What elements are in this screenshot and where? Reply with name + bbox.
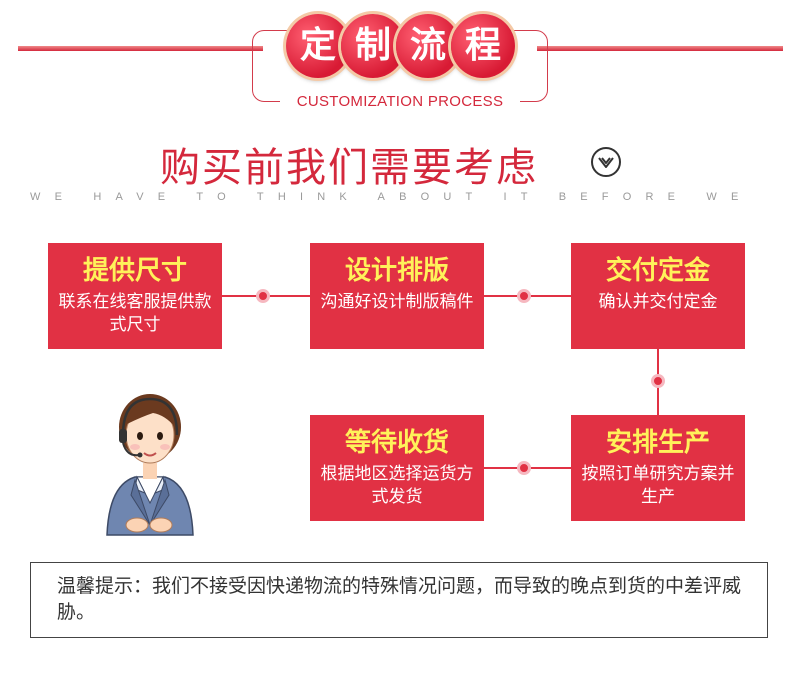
- customer-service-agent-avatar: [106, 394, 194, 536]
- connector-dot-1-2: [256, 289, 270, 303]
- step-title: 交付定金: [605, 256, 710, 286]
- step-desc: 沟通好设计制版稿件: [320, 292, 474, 312]
- chevron-down-circle-icon: [591, 147, 621, 177]
- step-title: 等待收货: [344, 428, 449, 458]
- notice-box: 温馨提示：我们不接受因快递物流的特殊情况问题，而导致的晚点到货的中差评威胁。: [30, 562, 768, 638]
- header-frame-gap: [280, 96, 520, 108]
- step-title: 设计排版: [344, 256, 449, 286]
- step-title: 提供尺寸: [82, 256, 187, 286]
- header-char-1: 定: [286, 14, 350, 78]
- notice-text: 温馨提示：我们不接受因快递物流的特殊情况问题，而导致的晚点到货的中差评威胁。: [57, 575, 742, 623]
- step-desc: 联系在线客服提供款式尺寸: [58, 292, 212, 335]
- step-desc: 根据地区选择运货方式发货: [320, 464, 474, 507]
- step-box-1: 提供尺寸 联系在线客服提供款式尺寸: [48, 243, 222, 349]
- header-char-3: 流: [396, 14, 460, 78]
- connector-dot-2-3: [517, 289, 531, 303]
- header-char-4: 程: [451, 14, 515, 78]
- connector-dot-3-4: [651, 374, 665, 388]
- step-desc: 确认并交付定金: [598, 292, 718, 312]
- section-title: 购买前我们需要考虑: [160, 145, 538, 191]
- step-box-2: 设计排版 沟通好设计制版稿件: [310, 243, 484, 349]
- step-desc: 按照订单研究方案并生产: [581, 464, 735, 507]
- header-line-right: [537, 46, 783, 51]
- header-line-left: [18, 46, 263, 51]
- header-subtitle: CUSTOMIZATION PROCESS: [296, 93, 504, 110]
- section-subtitle: WE HAVE TO THINK ABOUT IT BEFORE WE BUY …: [30, 191, 770, 203]
- step-box-5: 等待收货 根据地区选择运货方式发货: [310, 415, 484, 521]
- step-box-4: 安排生产 按照订单研究方案并生产: [571, 415, 745, 521]
- connector-dot-4-5: [517, 461, 531, 475]
- step-box-3: 交付定金 确认并交付定金: [571, 243, 745, 349]
- step-title: 安排生产: [605, 428, 710, 458]
- header-char-2: 制: [341, 14, 405, 78]
